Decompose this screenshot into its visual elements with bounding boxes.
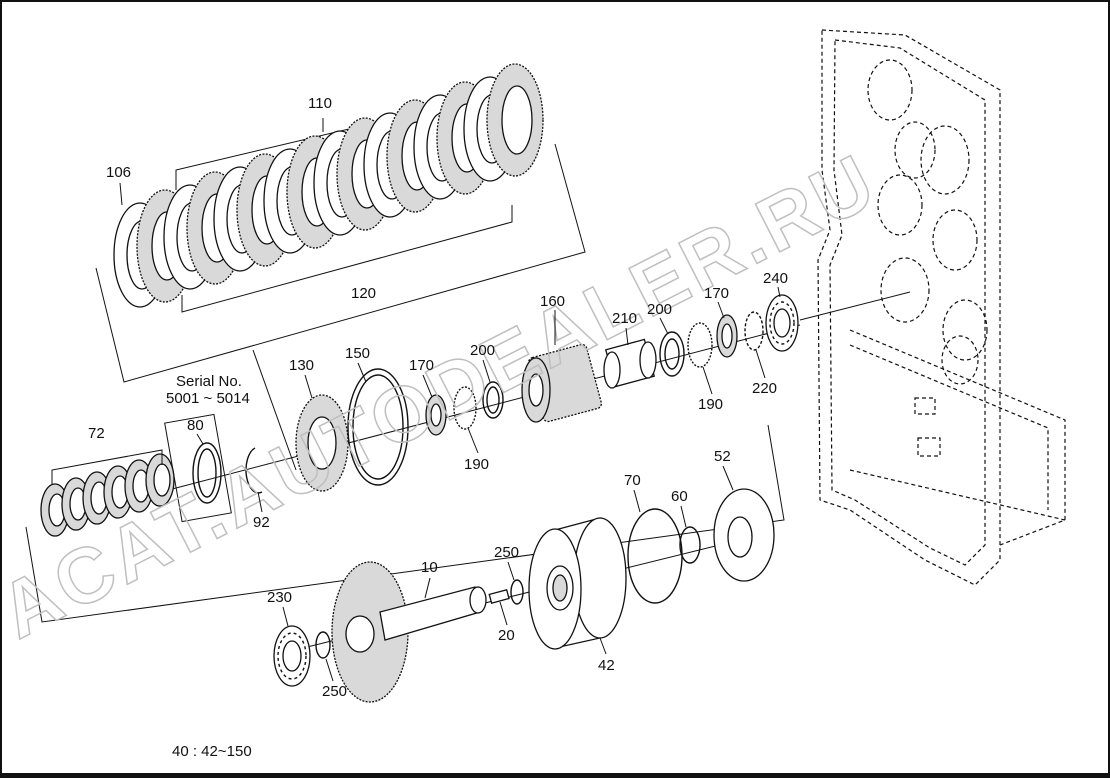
- part-60-o-ring: [679, 526, 701, 564]
- part-200-washer-inner: [486, 386, 500, 414]
- callout-200-lower: 200: [470, 342, 495, 359]
- part-130-gear: [295, 394, 349, 492]
- callout-170-upper: 170: [704, 285, 729, 302]
- lower-group-box: [25, 424, 785, 623]
- part-170-race-bore: [430, 403, 442, 427]
- clutch-plate-stack: [113, 63, 544, 308]
- part-240-bearing: [765, 294, 799, 352]
- part-80-ring-inner: [197, 448, 217, 498]
- part-200-washer: [482, 381, 504, 419]
- callout-92: 92: [253, 514, 270, 531]
- callout-220: 220: [752, 380, 777, 397]
- part-52-piston: [713, 488, 775, 582]
- callout-210: 210: [612, 310, 637, 327]
- serial-note-line2: 5001 ~ 5014: [166, 390, 250, 407]
- callout-80: 80: [187, 417, 204, 434]
- plate-bore: [501, 85, 533, 155]
- footnote: 40 : 42~150: [172, 743, 252, 760]
- callout-150: 150: [345, 345, 370, 362]
- callout-110: 110: [308, 95, 332, 112]
- callout-70: 70: [624, 472, 641, 489]
- bracket-72: [51, 449, 163, 485]
- leader-lines: [119, 182, 781, 682]
- callout-52: 52: [714, 448, 731, 465]
- callout-200-upper: 200: [647, 301, 672, 318]
- callout-72: 72: [88, 425, 105, 442]
- part-220-snap-ring: [744, 311, 764, 351]
- leader-240-to-housing: [799, 291, 911, 321]
- disc-spring-stack-72: [40, 453, 175, 537]
- callout-160: 160: [540, 293, 565, 310]
- callout-190-upper: 190: [698, 396, 723, 413]
- callout-230: 230: [267, 589, 292, 606]
- callout-170-lower: 170: [409, 357, 434, 374]
- part-160-gear-sleeve: [521, 343, 603, 423]
- plate-pack-box: [95, 143, 586, 383]
- part-170-race-upper-bore: [721, 323, 733, 349]
- bracket-120: [181, 205, 513, 313]
- part-42-clutch-drum: [528, 517, 627, 650]
- part-150-ring-inner: [352, 374, 404, 480]
- part-250-ring-lower: [315, 631, 331, 659]
- callout-130: 130: [289, 357, 314, 374]
- axis-upper: [129, 324, 801, 501]
- callout-10: 10: [421, 559, 438, 576]
- callout-120: 120: [351, 285, 376, 302]
- part-92-circlip: [245, 447, 263, 494]
- part-250-ring-upper: [510, 579, 524, 605]
- transmission-housing: [817, 29, 1066, 586]
- part-200-washer-upper: [659, 331, 685, 377]
- callout-250-upper: 250: [494, 544, 519, 561]
- callout-60: 60: [671, 488, 688, 505]
- part-200-washer-upper-inner: [664, 338, 680, 370]
- callout-42: 42: [598, 657, 615, 674]
- part-210-needle-cage: [603, 338, 657, 389]
- part-80-ring: [192, 442, 222, 504]
- part-20-pin: [488, 589, 510, 604]
- part-150-ring: [347, 368, 409, 486]
- callout-106: 106: [106, 164, 131, 181]
- part-230-bearing: [273, 625, 311, 687]
- serial-note-line1: Serial No.: [176, 373, 242, 390]
- part-190-needle-ring: [453, 386, 477, 430]
- callout-20: 20: [498, 627, 515, 644]
- callout-240: 240: [763, 270, 788, 287]
- callout-190-lower: 190: [464, 456, 489, 473]
- callout-250-lower: 250: [322, 683, 347, 700]
- serial-leader: [252, 349, 297, 471]
- part-190-needle-ring-upper: [687, 322, 713, 368]
- part-10-shaft-gear: [331, 561, 487, 703]
